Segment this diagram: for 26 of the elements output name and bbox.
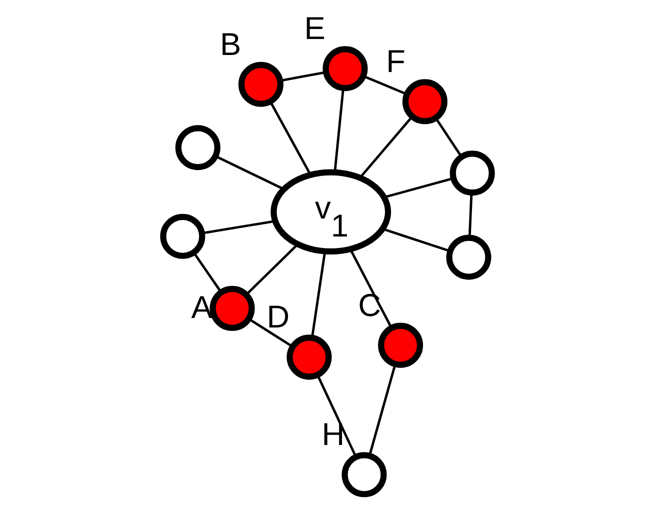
node-label: D bbox=[266, 298, 290, 334]
connector bbox=[248, 317, 293, 348]
connector bbox=[333, 88, 344, 172]
node-circle bbox=[160, 213, 205, 258]
connector bbox=[434, 116, 462, 157]
node-label: F bbox=[386, 42, 405, 79]
connector bbox=[192, 252, 222, 292]
connector bbox=[280, 70, 326, 82]
node-circle bbox=[449, 150, 494, 196]
node-circle bbox=[238, 61, 283, 106]
connector bbox=[358, 115, 413, 178]
node-circle bbox=[286, 334, 332, 380]
node-circle bbox=[402, 78, 447, 124]
connector bbox=[384, 176, 454, 198]
connector bbox=[268, 100, 311, 175]
node-circle bbox=[378, 322, 423, 368]
node-circle bbox=[446, 234, 491, 280]
node-circle bbox=[322, 46, 368, 91]
connector bbox=[316, 374, 356, 457]
connector bbox=[214, 154, 284, 190]
node-circle bbox=[174, 124, 220, 170]
node-label: E bbox=[304, 10, 325, 46]
node-label: B bbox=[219, 25, 241, 62]
connector bbox=[382, 227, 450, 252]
node-circle bbox=[341, 452, 386, 497]
connector bbox=[245, 243, 298, 295]
